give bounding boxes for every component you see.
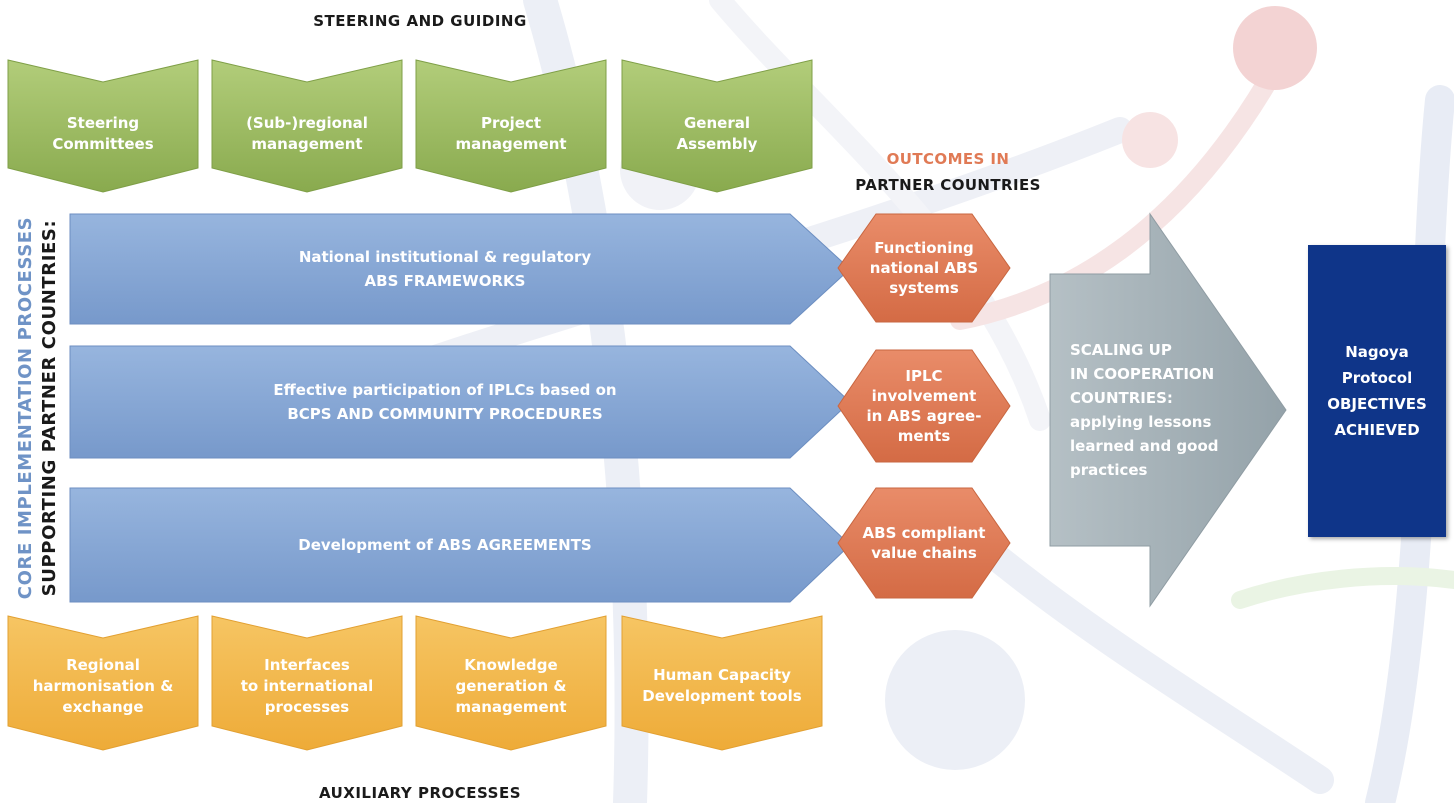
steering-label-2: (Sub-)regional management — [246, 114, 368, 153]
steering-chevron-general-assembly: General Assembly — [621, 59, 813, 193]
outcome-hexagon-value-chains: ABS compliant value chains — [837, 487, 1011, 599]
heading-steering-and-guiding: STEERING AND GUIDING — [313, 12, 527, 30]
core-process-arrow-frameworks: National institutional & regulatory ABS … — [69, 213, 851, 325]
steering-chevron-project-management: Project management — [415, 59, 607, 193]
scaling-up-label: SCALING UP IN COOPERATION COUNTRIES: app… — [1070, 341, 1219, 479]
scaling-up-arrow: SCALING UP IN COOPERATION COUNTRIES: app… — [1049, 212, 1296, 608]
steering-label-1: Steering Committees — [52, 114, 154, 153]
steering-label-3: Project management — [455, 114, 567, 153]
side-label-line2: SUPPORTING PARTNER COUNTRIES: — [39, 219, 60, 597]
side-label-line1: CORE IMPLEMENTATION PROCESSES — [15, 216, 36, 600]
heading-auxiliary-processes: AUXILIARY PROCESSES — [318, 784, 522, 802]
core-process-label-2: Effective participation of IPLCs based o… — [273, 381, 617, 423]
core-process-arrow-abs-agreements: Development of ABS AGREEMENTS — [69, 487, 851, 603]
outcome-label-1: Functioning national ABS systems — [869, 239, 979, 297]
outcome-label-3: ABS compliant value chains — [862, 524, 986, 562]
nagoya-protocol-goal-box: Nagoya Protocol OBJECTIVES ACHIEVED — [1308, 245, 1446, 537]
steering-chevron-steering-committees: Steering Committees — [7, 59, 199, 193]
auxiliary-chevron-international-interfaces: Interfaces to international processes — [211, 615, 403, 751]
outcomes-heading-line2: PARTNER COUNTRIES — [855, 176, 1041, 194]
outcome-hexagon-abs-systems: Functioning national ABS systems — [837, 213, 1011, 323]
steering-label-4: General Assembly — [676, 114, 758, 153]
auxiliary-chevron-knowledge-management: Knowledge generation & management — [415, 615, 607, 751]
steering-chevron-subregional-management: (Sub-)regional management — [211, 59, 403, 193]
outcome-label-2: IPLC involvement in ABS agree- ments — [866, 367, 982, 445]
auxiliary-chevron-capacity-development: Human Capacity Development tools — [621, 615, 823, 751]
auxiliary-label-1: Regional harmonisation & exchange — [32, 655, 174, 716]
outcome-hexagon-iplc-involvement: IPLC involvement in ABS agree- ments — [837, 349, 1011, 463]
side-label-core-processes: CORE IMPLEMENTATION PROCESSES SUPPORTING… — [14, 210, 62, 606]
auxiliary-label-3: Knowledge generation & management — [455, 655, 567, 716]
core-process-label-1: National institutional & regulatory ABS … — [298, 248, 592, 290]
auxiliary-label-2: Interfaces to international processes — [240, 655, 374, 716]
core-process-arrow-iplc-participation: Effective participation of IPLCs based o… — [69, 345, 851, 459]
auxiliary-chevron-regional-harmonisation: Regional harmonisation & exchange — [7, 615, 199, 751]
auxiliary-label-4: Human Capacity Development tools — [642, 666, 802, 705]
outcomes-heading-line1: OUTCOMES IN — [886, 150, 1010, 168]
outcomes-heading: OUTCOMES IN PARTNER COUNTRIES — [848, 146, 1048, 198]
core-process-label-3: Development of ABS AGREEMENTS — [298, 536, 592, 554]
